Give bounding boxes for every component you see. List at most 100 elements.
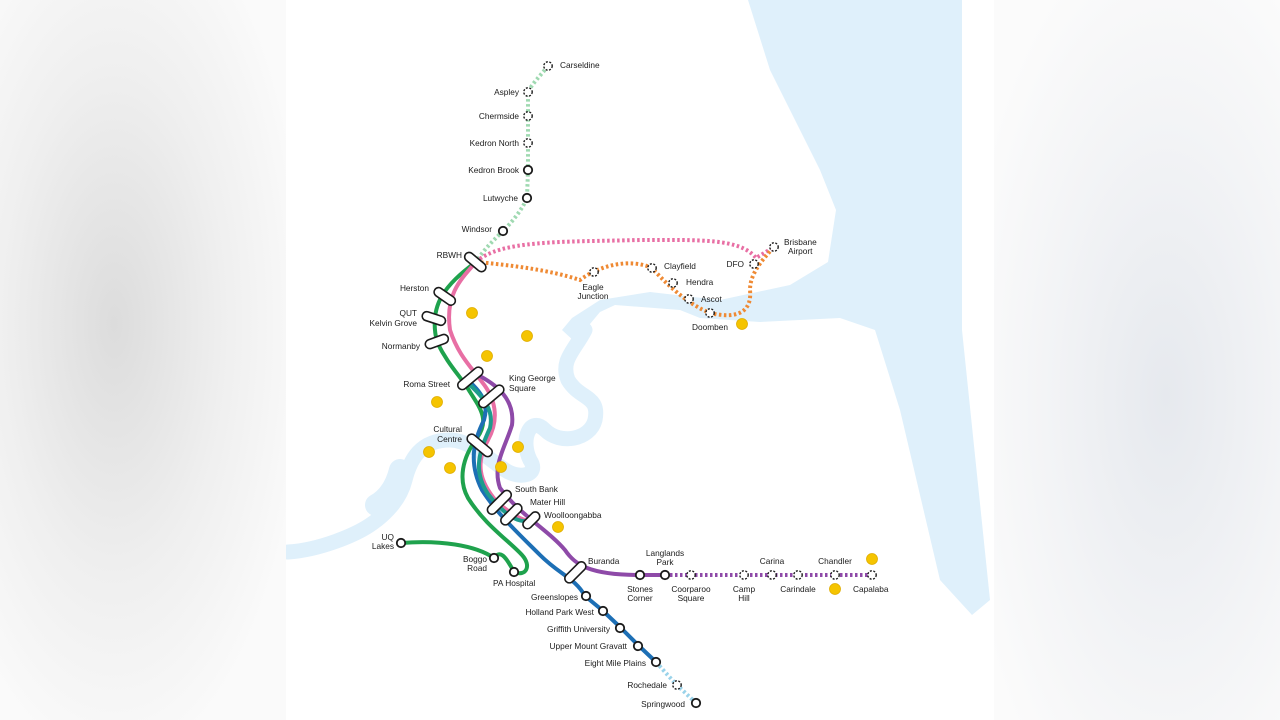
label-kedron-brook: Kedron Brook — [468, 165, 520, 175]
label-pa-hospital: PA Hospital — [493, 578, 535, 588]
brisbane-river-edge — [365, 459, 411, 516]
station-pa-hospital[interactable] — [508, 566, 520, 578]
interchange-markers — [423, 307, 878, 595]
station-south-bank-capsule[interactable] — [486, 489, 514, 517]
marker — [495, 461, 507, 473]
label-roma-street: Roma Street — [403, 379, 450, 389]
label-ascot: Ascot — [701, 294, 722, 304]
label-carseldine: Carseldine — [560, 60, 600, 70]
label-windsor: Windsor — [462, 224, 493, 234]
label-carina: Carina — [760, 556, 785, 566]
label-boggo-1: Boggo — [463, 554, 487, 564]
label-coorparoo-2: Square — [678, 593, 705, 603]
label-clayfield: Clayfield — [664, 261, 696, 271]
station-qut-capsule[interactable] — [421, 310, 447, 327]
station-eagle-junction[interactable] — [589, 267, 599, 277]
label-buranda: Buranda — [588, 556, 620, 566]
label-normanby: Normanby — [382, 341, 421, 351]
line-north-extension — [474, 64, 550, 264]
station-buranda-capsule[interactable] — [563, 560, 588, 585]
label-chermside: Chermside — [479, 111, 520, 121]
station-griffith-university[interactable] — [614, 622, 626, 634]
label-stones-2: Corner — [627, 593, 653, 603]
station-chermside[interactable] — [523, 111, 533, 121]
station-stones-corner[interactable] — [634, 569, 646, 581]
station-doomben[interactable] — [705, 308, 715, 318]
station-ascot[interactable] — [684, 294, 694, 304]
label-holland-park-west: Holland Park West — [525, 607, 594, 617]
station-clayfield[interactable] — [647, 263, 657, 273]
marker — [829, 583, 841, 595]
station-carseldine[interactable] — [543, 61, 553, 71]
label-chandler: Chandler — [818, 556, 852, 566]
station-hendra[interactable] — [668, 278, 678, 288]
station-mater-hill-capsule[interactable] — [499, 502, 524, 527]
interchange-capsules — [421, 251, 588, 585]
marker — [481, 350, 493, 362]
blurred-background-left — [0, 0, 286, 720]
label-cultural-1: Cultural — [433, 424, 462, 434]
label-carindale: Carindale — [780, 584, 816, 594]
label-langlands-2: Park — [656, 557, 674, 567]
station-eight-mile-plains[interactable] — [650, 656, 662, 668]
label-coorparoo-1: Coorparoo — [671, 584, 711, 594]
label-kgs-1: King George — [509, 373, 556, 383]
label-woolloongabba: Woolloongabba — [544, 510, 602, 520]
station-uq-lakes[interactable] — [395, 537, 407, 549]
station-kedron-north[interactable] — [523, 138, 533, 148]
label-dfo: DFO — [726, 259, 744, 269]
station-windsor[interactable] — [497, 225, 509, 237]
station-dfo[interactable] — [749, 259, 759, 269]
marker — [552, 521, 564, 533]
label-qut-1: QUT — [399, 308, 417, 318]
map-panel: Carseldine Aspley Chermside Kedron North… — [286, 0, 994, 720]
station-camp-hill[interactable] — [739, 570, 749, 580]
label-uq-1: UQ — [382, 532, 395, 542]
station-holland-park-west[interactable] — [597, 605, 609, 617]
label-langlands-1: Langlands — [646, 548, 684, 558]
blurred-background-right — [994, 0, 1280, 720]
marker — [466, 307, 478, 319]
stations-open — [395, 164, 702, 709]
station-coorparoo-square[interactable] — [686, 570, 696, 580]
label-qut-2: Kelvin Grove — [370, 318, 418, 328]
station-chandler[interactable] — [830, 570, 840, 580]
label-stones-1: Stones — [627, 584, 653, 594]
label-rbwh: RBWH — [437, 250, 462, 260]
water — [562, 0, 990, 615]
station-capalaba[interactable] — [867, 570, 877, 580]
label-greenslopes: Greenslopes — [531, 592, 578, 602]
station-herston-capsule[interactable] — [432, 286, 457, 307]
network-map: Carseldine Aspley Chermside Kedron North… — [286, 0, 990, 709]
station-kedron-brook[interactable] — [522, 164, 534, 176]
label-airport-1: Brisbane — [784, 237, 817, 247]
station-roma-street-capsule[interactable] — [456, 365, 485, 391]
label-airport-2: Airport — [788, 246, 813, 256]
label-lutwyche: Lutwyche — [483, 193, 518, 203]
marker — [866, 553, 878, 565]
station-rochedale[interactable] — [672, 680, 682, 690]
label-rochedale: Rochedale — [627, 680, 667, 690]
station-labels: Carseldine Aspley Chermside Kedron North… — [370, 60, 889, 709]
station-woolloongabba-capsule[interactable] — [521, 510, 542, 531]
station-carindale[interactable] — [793, 570, 803, 580]
station-greenslopes[interactable] — [580, 590, 592, 602]
station-rbwh-capsule[interactable] — [463, 251, 488, 274]
station-langlands-park[interactable] — [659, 569, 671, 581]
station-carina[interactable] — [767, 570, 777, 580]
label-hendra: Hendra — [686, 277, 714, 287]
station-lutwyche[interactable] — [521, 192, 533, 204]
station-normanby-capsule[interactable] — [424, 333, 450, 350]
label-aspley: Aspley — [494, 87, 520, 97]
marker — [521, 330, 533, 342]
station-king-george-square-capsule[interactable] — [477, 383, 506, 409]
station-brisbane-airport[interactable] — [769, 242, 779, 252]
label-upper-mount-gravatt: Upper Mount Gravatt — [550, 641, 628, 651]
station-boggo-road[interactable] — [488, 552, 500, 564]
station-upper-mount-gravatt[interactable] — [632, 640, 644, 652]
label-camp-1: Camp — [733, 584, 756, 594]
station-springwood[interactable] — [690, 697, 702, 709]
marker — [431, 396, 443, 408]
station-aspley[interactable] — [523, 87, 533, 97]
station-cultural-centre-capsule[interactable] — [465, 432, 494, 458]
